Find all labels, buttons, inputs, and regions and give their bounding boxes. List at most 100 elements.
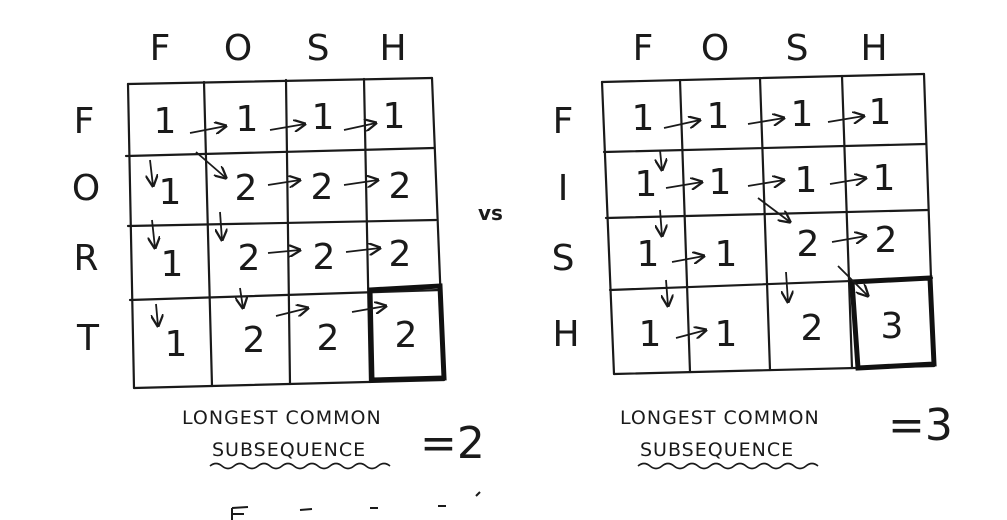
arrow-down-icon <box>152 219 155 248</box>
right-caption: LONGEST COMMON SUBSEQUENCE <box>620 407 820 461</box>
arrow-right-icon <box>267 180 300 185</box>
left-cell: 2 <box>389 234 412 275</box>
right-cell: 1 <box>873 158 896 199</box>
left-caption: LONGEST COMMON SUBSEQUENCE <box>182 407 382 461</box>
right-cell: 1 <box>709 162 732 203</box>
left-col-header: S <box>307 28 330 69</box>
arrow-down-icon <box>666 279 668 306</box>
right-row-header: I <box>558 168 569 209</box>
right-cell: 1 <box>635 164 658 205</box>
left-caption-line2: SUBSEQUENCE <box>212 439 366 461</box>
arrow-diagonal-icon <box>757 197 790 222</box>
left-col-header: F <box>150 28 171 69</box>
left-cell: 2 <box>311 167 334 208</box>
right-row-header: S <box>552 238 575 279</box>
arrow-right-icon <box>275 308 308 317</box>
right-cell: 1 <box>707 96 730 137</box>
left-cell: 2 <box>235 168 258 209</box>
right-row-headers: F I S H <box>552 101 580 355</box>
arrow-right-icon <box>671 256 704 262</box>
left-row-header: T <box>76 318 100 359</box>
arrow-diagonal-icon <box>837 265 868 296</box>
right-row-header: H <box>552 314 579 355</box>
arrow-right-icon <box>747 118 784 124</box>
right-col-header: S <box>786 28 809 69</box>
left-cell: 1 <box>159 172 182 213</box>
right-col-header: F <box>633 28 654 69</box>
left-cell: 2 <box>395 315 418 356</box>
arrow-down-icon <box>660 209 662 236</box>
arrow-down-icon <box>156 303 158 326</box>
left-lcs-result: =2 <box>420 418 485 469</box>
left-col-header: O <box>224 28 252 69</box>
right-cell: 2 <box>801 308 824 349</box>
right-column-headers: F O S H <box>633 28 888 69</box>
right-cell: 3 <box>881 306 904 347</box>
arrow-diagonal-icon <box>195 151 226 178</box>
right-col-header: H <box>860 28 887 69</box>
left-cell: 1 <box>236 99 259 140</box>
left-lcs-table: F O S H F O R T 1 1 1 1 <box>72 28 485 470</box>
left-cell: 1 <box>312 97 335 138</box>
left-caption-line1: LONGEST COMMON <box>182 407 382 429</box>
right-cell: 1 <box>795 160 818 201</box>
vs-label: vs <box>478 201 503 225</box>
arrow-down-icon <box>150 159 153 186</box>
left-row-header: F <box>74 101 95 142</box>
left-cell: 2 <box>243 320 266 361</box>
right-caption-line1: LONGEST COMMON <box>620 407 820 429</box>
arrow-right-icon <box>189 126 226 133</box>
left-cell: 2 <box>313 237 336 278</box>
left-cell: 1 <box>165 324 188 365</box>
left-row-headers: F O R T <box>72 101 100 359</box>
right-arrows <box>660 116 868 338</box>
right-row-header: F <box>553 101 574 142</box>
arrow-right-icon <box>343 180 378 185</box>
arrow-right-icon <box>345 248 380 252</box>
left-cell: 1 <box>154 101 177 142</box>
right-cell: 1 <box>715 234 738 275</box>
right-cell: 2 <box>797 224 820 265</box>
arrow-right-icon <box>351 306 386 312</box>
arrow-down-icon <box>660 149 662 170</box>
arrow-down-icon <box>786 271 788 302</box>
left-cell: 2 <box>389 166 412 207</box>
left-cells: 1 1 1 1 1 2 2 2 1 2 2 2 1 2 2 2 <box>154 96 418 365</box>
right-cell: 1 <box>715 314 738 355</box>
right-caption-line2: SUBSEQUENCE <box>640 439 794 461</box>
right-cell: 1 <box>639 314 662 355</box>
arrow-right-icon <box>829 178 866 184</box>
arrow-down-icon <box>240 287 243 308</box>
arrow-right-icon <box>269 124 305 130</box>
right-result-cell-highlight <box>849 275 937 371</box>
left-row-header: O <box>72 168 100 209</box>
arrow-right-icon <box>747 180 784 186</box>
right-caption-underline <box>637 462 819 470</box>
left-cell: 2 <box>238 238 261 279</box>
right-cell: 1 <box>637 234 660 275</box>
right-cell: 1 <box>791 94 814 135</box>
left-column-headers: F O S H <box>150 28 407 69</box>
arrow-right-icon <box>827 116 864 122</box>
left-caption-underline <box>209 462 391 470</box>
arrow-right-icon <box>343 123 376 130</box>
arrow-right-icon <box>831 236 866 242</box>
arrow-right-icon <box>663 120 700 129</box>
left-arrows <box>150 123 386 326</box>
left-col-header: H <box>379 28 406 69</box>
arrow-down-icon <box>220 211 222 240</box>
right-cells: 1 1 1 1 1 1 1 1 1 1 2 2 1 1 2 3 <box>632 92 904 355</box>
arrow-right-icon <box>267 250 300 253</box>
right-lcs-table: F O S H F I S H 1 1 1 1 <box>552 28 953 470</box>
right-cell: 1 <box>869 92 892 133</box>
right-cell: 1 <box>632 98 655 139</box>
left-row-header: R <box>73 238 98 279</box>
right-grid-lines <box>600 72 936 376</box>
arrow-right-icon <box>675 330 706 338</box>
right-col-header: O <box>701 28 729 69</box>
bottom-cropped-marks <box>231 491 481 520</box>
left-cell: 2 <box>317 318 340 359</box>
arrow-right-icon <box>665 182 702 188</box>
left-cell: 1 <box>383 96 406 137</box>
